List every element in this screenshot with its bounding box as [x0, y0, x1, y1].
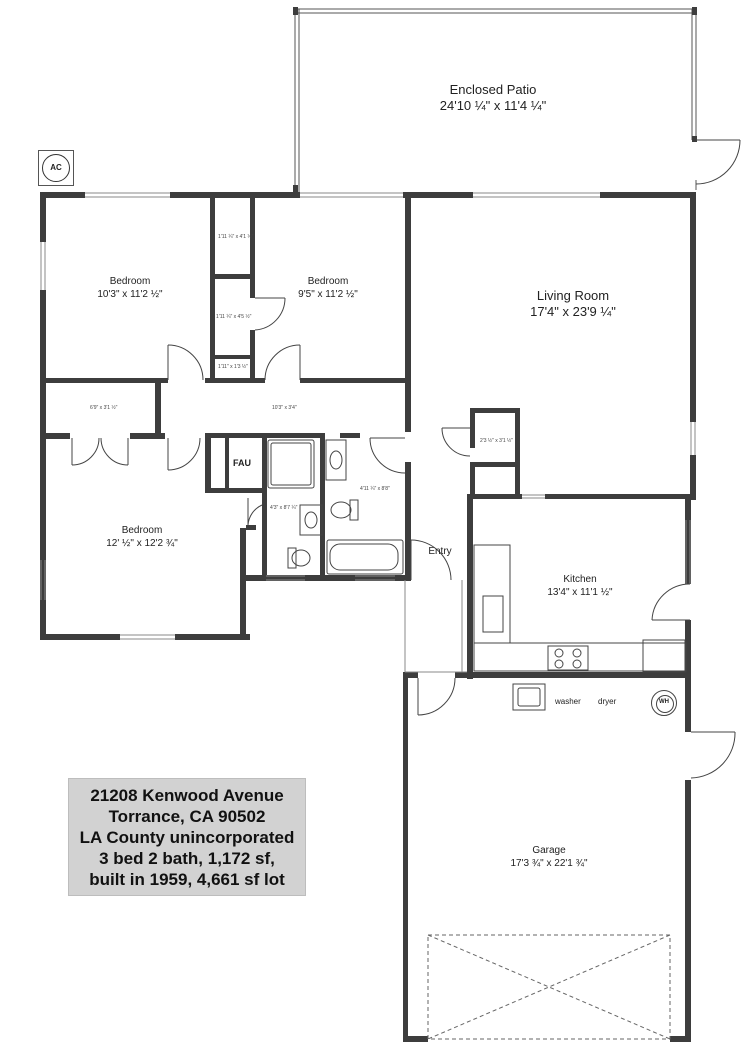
dim-bath-2: 4'3" x 8'7 ¼": [270, 505, 298, 511]
room-dims: 17'4" x 23'9 ¼": [530, 304, 616, 320]
water-heater-label: WH: [659, 699, 669, 705]
dim-closet-d: 6'9" x 3'1 ½": [90, 405, 118, 411]
info-county: LA County unincorporated: [79, 828, 295, 847]
label-living-room: Living Room 17'4" x 23'9 ¼": [498, 288, 648, 321]
door-swings: [71, 139, 741, 779]
patio-outline: [294, 8, 697, 192]
patio-posts: [293, 7, 697, 193]
room-dims: 17'3 ¾" x 22'1 ¾": [510, 857, 588, 869]
fixtures: [267, 439, 687, 711]
room-name: Garage: [532, 845, 566, 856]
dim-hall: 10'3" x 3'4": [272, 405, 297, 411]
room-dims: 9'5" x 11'2 ½": [298, 288, 358, 300]
room-name: Kitchen: [563, 574, 597, 585]
dryer-label: dryer: [598, 697, 617, 706]
garage-door: [427, 934, 671, 1040]
room-dims: 13'4" x 11'1 ½": [547, 586, 613, 598]
room-name: Living Room: [536, 288, 610, 303]
dim-closet-b: 1'11 ¼" x 4'5 ½": [216, 314, 252, 320]
dim-closet-c: 1'11" x 1'3 ½": [218, 364, 248, 370]
room-dims: 12' ½" x 12'2 ¾": [106, 537, 178, 549]
property-info-box: 21208 Kenwood Avenue Torrance, CA 90502 …: [68, 778, 306, 896]
info-city: Torrance, CA 90502: [108, 807, 266, 826]
label-kitchen: Kitchen 13'4" x 11'1 ½": [530, 574, 630, 599]
label-entry: Entry: [420, 546, 460, 559]
info-beds-baths: 3 bed 2 bath, 1,172 sf,: [99, 849, 275, 868]
label-bedroom-2: Bedroom 9'5" x 11'2 ½": [278, 276, 378, 301]
room-name: Bedroom: [307, 276, 349, 287]
room-name: Bedroom: [109, 276, 151, 287]
label-bedroom-3: Bedroom 12' ½" x 12'2 ¾": [92, 525, 192, 550]
walls: [40, 192, 696, 1042]
room-name: Entry: [428, 546, 452, 557]
room-dims: 24'10 ¼" x 11'4 ¼": [439, 98, 547, 114]
ac-unit-icon: AC: [38, 150, 74, 186]
dim-pantry: 2'3 ½" x 3'1 ½": [480, 438, 513, 444]
info-year-lot: built in 1959, 4,661 sf lot: [89, 870, 285, 889]
water-heater-icon: WH: [651, 690, 677, 716]
room-dims: 10'3" x 11'2 ½": [97, 288, 163, 300]
dim-closet-a: 1'11 ¼" x 4'1 ½": [218, 234, 254, 240]
label-enclosed-patio: Enclosed Patio 24'10 ¼" x 11'4 ¼": [418, 82, 568, 115]
room-name: Bedroom: [121, 525, 163, 536]
label-garage: Garage 17'3 ¾" x 22'1 ¾": [494, 845, 604, 870]
room-name: Enclosed Patio: [449, 82, 537, 97]
info-address: 21208 Kenwood Avenue: [90, 786, 284, 805]
washer-label: washer: [555, 697, 581, 706]
label-bedroom-1: Bedroom 10'3" x 11'2 ½": [80, 276, 180, 301]
window-lines: [40, 192, 696, 673]
ac-label: AC: [50, 163, 62, 172]
fau-label: FAU: [233, 458, 251, 468]
dim-bath-1: 4'11 ¼" x 8'8": [360, 486, 390, 492]
